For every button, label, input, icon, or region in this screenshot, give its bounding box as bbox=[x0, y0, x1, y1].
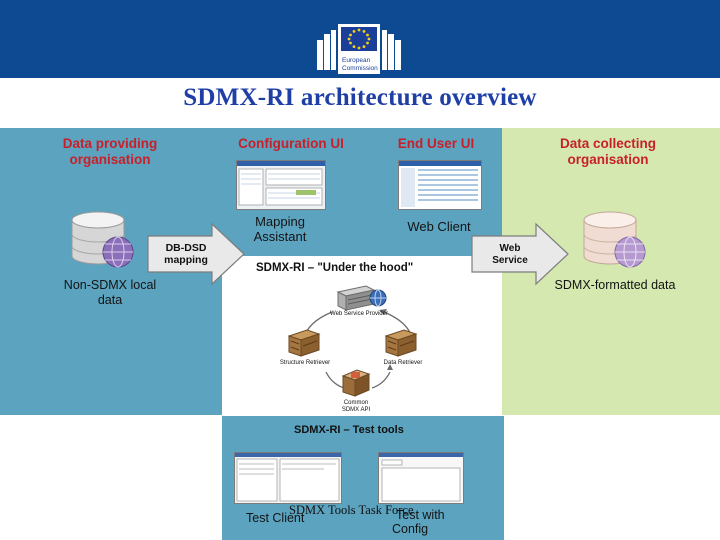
common-sdmx-api-box-icon bbox=[341, 368, 371, 398]
db-dsd-mapping-arrow: DB-DSD mapping bbox=[146, 222, 246, 286]
arrow-left-text-2: mapping bbox=[164, 254, 208, 266]
database-globe-icon bbox=[66, 210, 138, 272]
arrow-right-text-2: Service bbox=[492, 255, 528, 266]
slide-title: SDMX-RI architecture overview bbox=[183, 84, 537, 111]
european-commission-logo: European Commission bbox=[313, 20, 405, 78]
data-retriever-label: Data Retriever bbox=[383, 360, 423, 366]
web-service-provider-label: Web Service Provider bbox=[330, 311, 388, 317]
arrow-left-text-1: DB-DSD bbox=[166, 242, 207, 254]
logo-text-1: European bbox=[342, 57, 371, 64]
web-client-screenshot bbox=[398, 160, 482, 210]
test-client-label: Test Client bbox=[246, 511, 305, 525]
end-user-ui-heading: End User UI bbox=[397, 136, 475, 151]
sdmx-formatted-data-label: SDMX-formatted data bbox=[554, 278, 676, 292]
logo-text-2: Commission bbox=[342, 65, 378, 72]
under-the-hood-title: SDMX-RI – "Under the hood" bbox=[256, 262, 414, 274]
config-label: Config bbox=[392, 522, 429, 536]
test-client-screenshot bbox=[234, 452, 342, 504]
structure-retriever-label: Structure Retriever bbox=[279, 360, 331, 366]
mapping-assistant-screenshot bbox=[236, 160, 326, 210]
web-client-label: Web Client bbox=[407, 219, 471, 234]
test-with-label: Test with bbox=[396, 508, 445, 522]
data-retriever-crate-icon bbox=[384, 328, 418, 358]
structure-retriever-crate-icon bbox=[287, 328, 321, 358]
test-tools-title: SDMX-RI – Test tools bbox=[294, 424, 404, 436]
web-service-arrow: Web Service bbox=[470, 222, 570, 286]
server-globe-icon bbox=[336, 282, 388, 312]
footer-text: SDMX Tools Task Force bbox=[289, 503, 414, 517]
arrow-right-text-1: Web bbox=[500, 243, 521, 254]
configuration-ui-heading: Configuration UI bbox=[238, 136, 344, 151]
database-globe-icon bbox=[578, 210, 650, 272]
test-config-screenshot bbox=[378, 452, 464, 504]
